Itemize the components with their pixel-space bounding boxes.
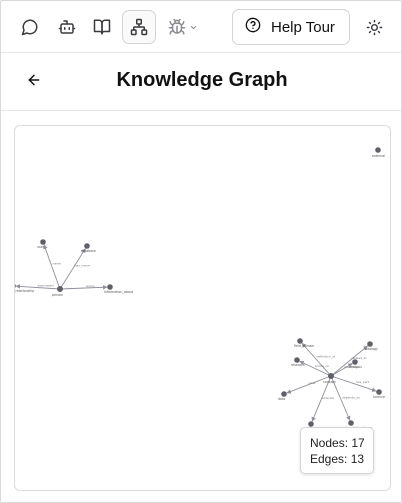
node-label: external [372, 154, 385, 158]
graph-nodes: user database field_relationship informatio… [15, 147, 385, 431]
arrow-left-icon [26, 72, 42, 93]
edge-label: describes [344, 365, 359, 369]
page-title: Knowledge Graph [116, 69, 288, 91]
edge-label: works [86, 284, 95, 288]
node-label: person [52, 293, 63, 297]
graph-edges: name has_name associated works definition_of… [15, 244, 377, 422]
node-label: database [81, 249, 96, 253]
node-label: science [373, 395, 385, 399]
edge-label: associated [38, 284, 54, 288]
graph-node[interactable] [297, 338, 303, 344]
chevron-down-icon [189, 23, 198, 32]
graph-edge[interactable] [311, 375, 332, 422]
bug-icon [168, 18, 186, 36]
graph-edge[interactable] [43, 244, 61, 290]
chat-button[interactable] [17, 10, 43, 44]
graph-edge[interactable] [286, 375, 332, 394]
help-tour-label: Help Tour [271, 18, 335, 36]
graph-edge[interactable] [330, 375, 351, 421]
graph-node[interactable] [352, 359, 358, 365]
edge-label: definition_of [317, 355, 336, 359]
graph-edge[interactable] [15, 284, 61, 290]
graph-edge[interactable] [330, 345, 369, 377]
node-label: field_relationship [15, 289, 34, 293]
graph-node[interactable] [107, 284, 113, 290]
graph-node[interactable] [294, 357, 300, 363]
node-label: concept [323, 380, 336, 384]
node-label: information_about [104, 290, 134, 294]
graph-edge[interactable] [299, 360, 332, 377]
chat-icon [21, 18, 39, 36]
graph-edge[interactable] [59, 248, 86, 290]
edge-label: extends [322, 396, 334, 400]
agent-button[interactable] [54, 10, 80, 44]
graph-edge[interactable] [330, 363, 353, 377]
graph-node[interactable] [348, 420, 354, 426]
graph-svg[interactable]: name has_name associated works definition_of… [15, 126, 391, 491]
help-icon [245, 17, 261, 37]
graph-edge[interactable] [59, 285, 108, 290]
edge-label: has_part [356, 380, 370, 384]
bot-icon [58, 18, 76, 36]
graph-node[interactable] [376, 389, 382, 395]
knowledge-graph-button[interactable] [122, 10, 156, 44]
graph-node[interactable] [308, 421, 314, 427]
graph-node-isolated[interactable] [375, 147, 381, 153]
theme-toggle-button[interactable] [362, 10, 386, 44]
edge-label: has_name [75, 264, 90, 268]
edge-label: depends_on [342, 396, 360, 400]
edge-label: related_to [352, 356, 367, 360]
edge-label: name [53, 262, 62, 266]
top-toolbar: Help Tour [1, 1, 401, 53]
debug-button[interactable] [165, 10, 201, 44]
node-label: data [278, 397, 285, 401]
node-label: ontology [364, 347, 378, 351]
book-icon [93, 18, 111, 36]
node-label: research [291, 363, 305, 367]
graph-edge[interactable] [330, 375, 377, 392]
graph-node-hub[interactable] [57, 286, 63, 292]
graph-node[interactable] [40, 239, 46, 245]
edge-label: builds_on [315, 364, 329, 368]
edge-label: uses [309, 381, 316, 385]
node-count: Nodes: 17 [310, 436, 365, 450]
graph-icon [130, 18, 148, 36]
knowledge-graph-canvas[interactable]: name has_name associated works definition_of… [14, 125, 391, 491]
docs-button[interactable] [89, 10, 115, 44]
node-label: field_domain [294, 344, 314, 348]
edge-count: Edges: 13 [310, 452, 365, 466]
page-header: Knowledge Graph [1, 53, 401, 111]
node-label: analysis [349, 365, 362, 369]
help-tour-button[interactable]: Help Tour [232, 9, 350, 45]
back-button[interactable] [23, 71, 45, 93]
graph-edge[interactable] [301, 342, 332, 377]
sun-icon [366, 19, 383, 36]
graph-node[interactable] [84, 243, 90, 249]
graph-node[interactable] [281, 391, 287, 397]
graph-node[interactable] [367, 341, 373, 347]
node-label: user [37, 245, 45, 249]
graph-node-hub[interactable] [328, 373, 334, 379]
graph-node[interactable] [15, 283, 16, 289]
graph-stats-panel: Nodes: 17 Edges: 13 [300, 427, 374, 474]
